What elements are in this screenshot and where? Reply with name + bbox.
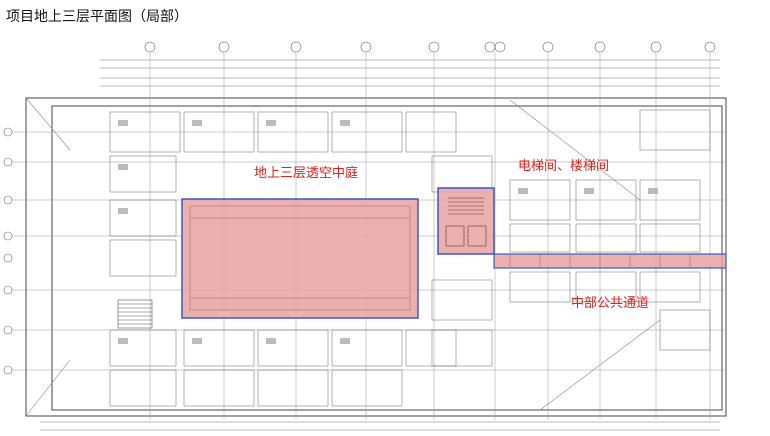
core-label: 电梯间、楼梯间	[518, 159, 610, 174]
atrium-label: 地上三层透空中庭	[254, 166, 359, 181]
atrium-highlight	[181, 198, 419, 319]
corridor-highlight	[493, 253, 727, 269]
corridor-label: 中部公共通道	[571, 296, 650, 311]
page-title: 项目地上三层平面图（局部）	[6, 9, 188, 25]
core-highlight	[437, 187, 495, 255]
